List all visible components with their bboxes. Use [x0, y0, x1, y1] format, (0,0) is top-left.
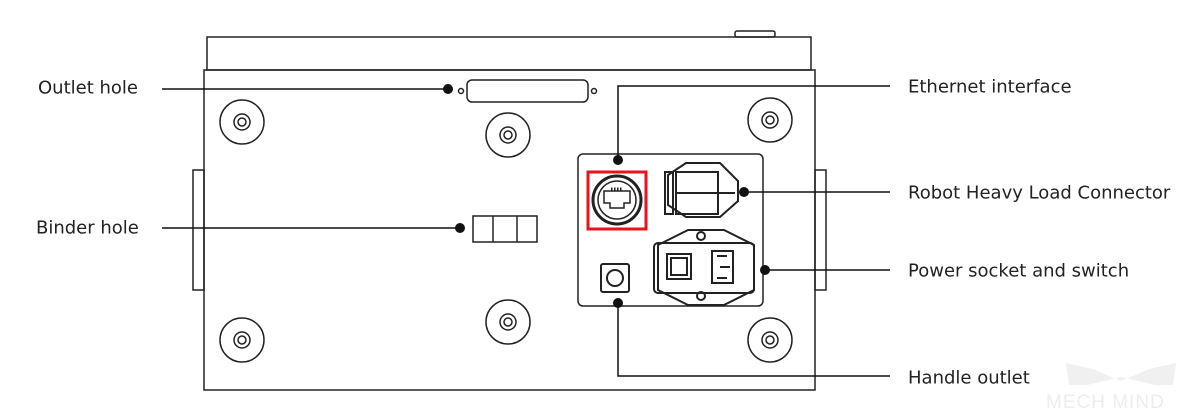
device-body — [192, 30, 827, 391]
mounting-screws — [219, 97, 793, 363]
label-binder-hole: Binder hole — [36, 217, 139, 239]
leader-dots — [443, 84, 770, 308]
binder-hole — [472, 215, 538, 243]
label-power-socket-and-switch: Power socket and switch — [908, 260, 1130, 282]
label-outlet-hole: Outlet hole — [38, 77, 138, 99]
outlet-hole — [457, 79, 598, 103]
power-socket-switch — [653, 229, 755, 306]
connector-panel — [577, 153, 764, 307]
ethernet-highlight-box — [586, 170, 648, 231]
watermark-logo — [1066, 363, 1176, 385]
label-ethernet-interface: Ethernet interface — [908, 76, 1072, 98]
heavy-load-connector — [664, 162, 739, 218]
handle-outlet-port — [600, 263, 630, 293]
ethernet-port — [586, 170, 648, 231]
label-handle-outlet: Handle outlet — [908, 367, 1030, 389]
label-robot-heavy-load-connector: Robot Heavy Load Connector — [908, 182, 1171, 204]
watermark-text: MECH MIND — [1046, 392, 1165, 413]
leader-lines — [162, 85, 890, 377]
